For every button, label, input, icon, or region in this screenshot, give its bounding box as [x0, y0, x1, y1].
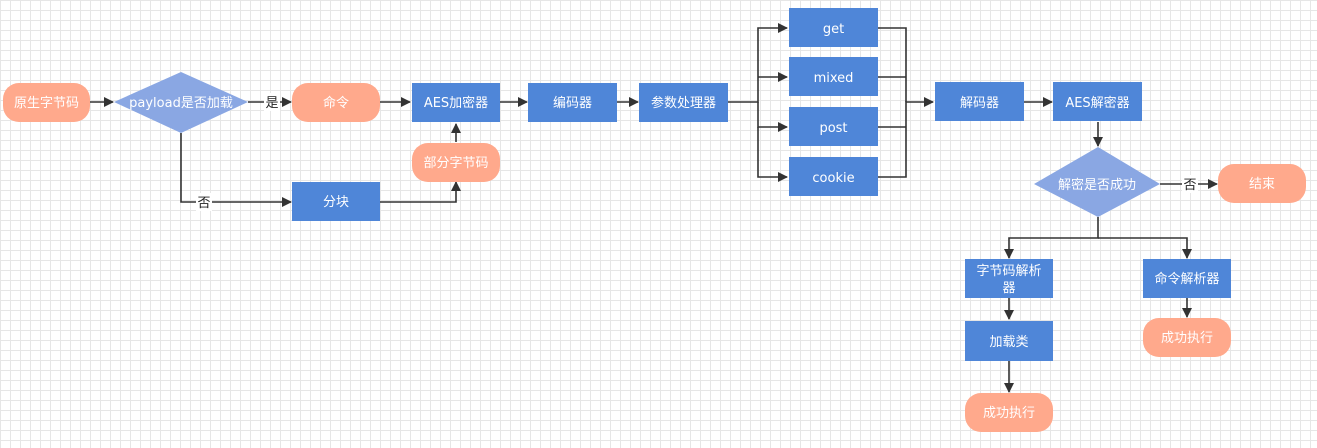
node-post[interactable]: post: [789, 107, 878, 146]
edge-labels: 是 否 否: [196, 93, 1198, 211]
node-raw-bytecode-label: 原生字节码: [14, 96, 79, 111]
edge-decision-to-chunk: [180, 133, 292, 207]
edge-label-no-decrypt: 否: [1183, 178, 1196, 193]
node-success-exec-right-label: 成功执行: [1161, 331, 1213, 346]
node-param-processor-label: 参数处理器: [651, 95, 716, 111]
node-partial-bytecode[interactable]: 部分字节码: [412, 143, 500, 182]
edge-param-to-cookie: [757, 127, 788, 182]
node-aes-encryptor-label: AES加密器: [424, 95, 488, 111]
node-load-class-label: 加载类: [989, 335, 1028, 350]
edge-label-no-payload: 否: [197, 196, 210, 211]
edge-param-to-post: [757, 102, 788, 132]
node-bytecode-parser[interactable]: 字节码解析 器: [965, 259, 1053, 298]
node-chunk[interactable]: 分块: [292, 182, 380, 221]
node-command-parser[interactable]: 命令解析器: [1143, 259, 1231, 298]
node-payload-decision[interactable]: payload是否加载: [114, 72, 248, 133]
node-mixed[interactable]: mixed: [789, 57, 878, 96]
edges: [90, 23, 1218, 393]
node-bytecode-parser-label-line2: 器: [1002, 281, 1015, 296]
node-cookie-label: cookie: [812, 171, 854, 186]
node-bytecode-parser-label-line1: 字节码解析: [976, 264, 1041, 279]
node-cookie[interactable]: cookie: [789, 157, 878, 196]
node-aes-encryptor[interactable]: AES加密器: [412, 83, 500, 122]
node-raw-bytecode[interactable]: 原生字节码: [3, 83, 90, 122]
node-get-label: get: [823, 22, 844, 37]
node-encoder[interactable]: 编码器: [528, 83, 617, 122]
node-end[interactable]: 结束: [1218, 164, 1306, 203]
edge-cookie-to-decoder: [878, 97, 934, 178]
node-partial-bytecode-label: 部分字节码: [423, 156, 488, 171]
node-aes-decryptor-label: AES解密器: [1065, 95, 1129, 111]
node-chunk-label: 分块: [323, 195, 349, 210]
node-get[interactable]: get: [789, 8, 878, 47]
edge-chunk-to-partial: [380, 181, 461, 203]
node-load-class[interactable]: 加载类: [965, 321, 1053, 361]
edge-decision-to-parsers: [1004, 217, 1099, 259]
node-end-label: 结束: [1249, 177, 1275, 192]
edge-get-to-decoder: [878, 27, 907, 102]
node-decrypt-decision-label: 解密是否成功: [1058, 177, 1136, 193]
edge-decision-to-cmdparser: [1098, 237, 1192, 259]
node-success-exec-left[interactable]: 成功执行: [965, 393, 1053, 432]
node-command[interactable]: 命令: [292, 83, 380, 122]
node-success-exec-right[interactable]: 成功执行: [1143, 318, 1231, 357]
node-encoder-label: 编码器: [553, 96, 592, 111]
edge-param-to-get: [728, 23, 788, 103]
node-post-label: post: [819, 121, 847, 136]
node-success-exec-left-label: 成功执行: [983, 406, 1035, 421]
node-decoder-label: 解码器: [960, 96, 999, 111]
node-aes-decryptor[interactable]: AES解密器: [1053, 82, 1142, 121]
node-command-parser-label: 命令解析器: [1154, 271, 1219, 287]
node-decoder[interactable]: 解码器: [935, 82, 1024, 121]
node-decrypt-decision[interactable]: 解密是否成功: [1034, 147, 1160, 217]
node-mixed-label: mixed: [814, 71, 854, 86]
edge-label-yes: 是: [265, 96, 278, 111]
node-payload-decision-label: payload是否加载: [129, 96, 233, 111]
node-command-label: 命令: [323, 95, 349, 111]
node-param-processor[interactable]: 参数处理器: [639, 83, 728, 122]
nodes: 原生字节码 命令 部分字节码 结束 成功执行 成功执行 payload是否加载: [3, 8, 1306, 432]
